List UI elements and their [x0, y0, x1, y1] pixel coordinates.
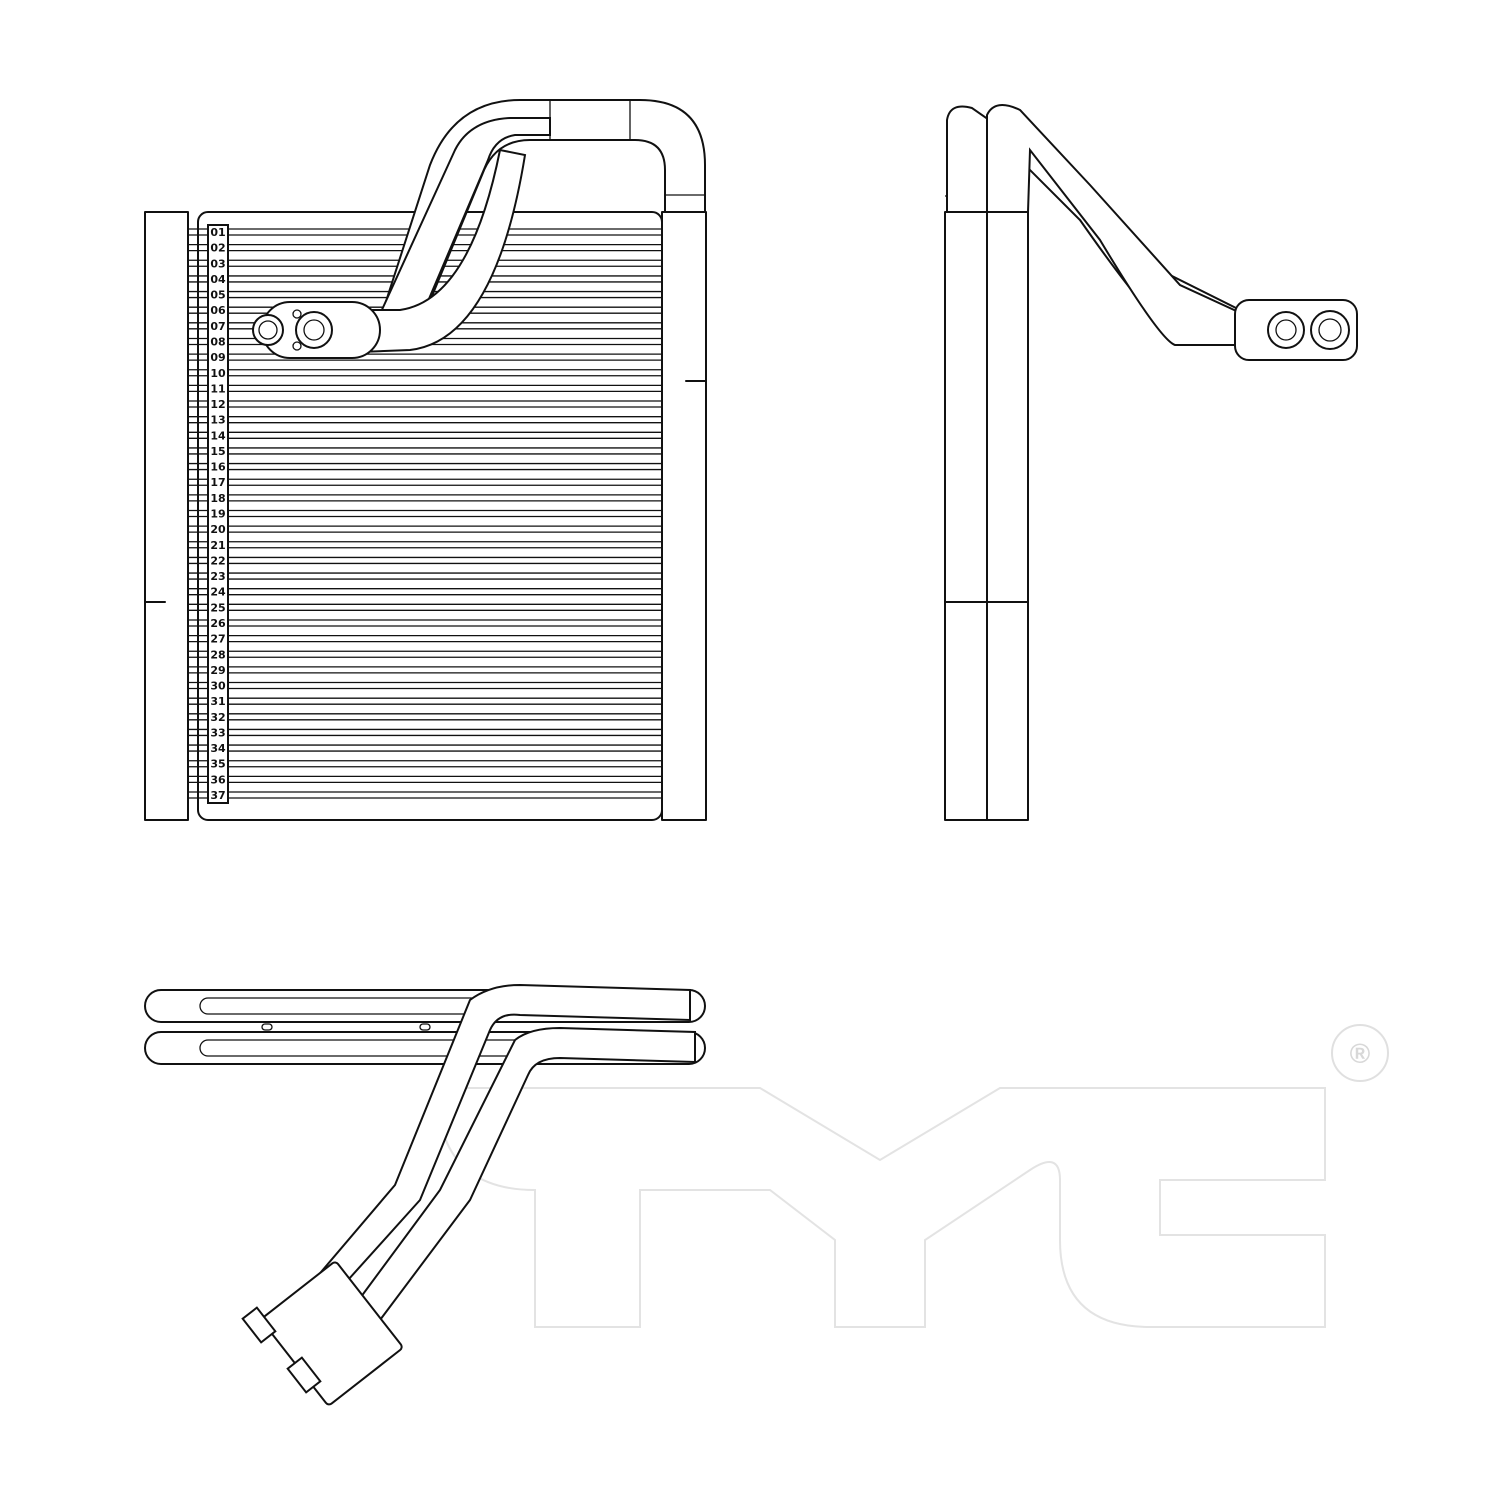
tube-label: 14: [210, 429, 226, 442]
tube-label: 01: [210, 226, 225, 239]
tube-label: 32: [210, 711, 225, 724]
registered-mark: ®: [1331, 1024, 1389, 1082]
tube-label: 02: [210, 242, 225, 255]
tube-label: 33: [210, 726, 225, 739]
tube-label: 36: [210, 773, 226, 786]
tube-label: 07: [210, 320, 225, 333]
tube-label: 29: [210, 664, 225, 677]
tube-label: 28: [210, 648, 225, 661]
tube-label: 04: [210, 273, 226, 286]
tube-label: 11: [210, 382, 225, 395]
tube-label: 31: [210, 695, 225, 708]
tyc-watermark-logo: [435, 1087, 1326, 1328]
tube-label: 15: [210, 445, 225, 458]
registered-symbol: ®: [1350, 1038, 1371, 1069]
refrigerant-pipes: [359, 99, 706, 354]
tube-label-strip: [207, 224, 229, 804]
tube-label: 21: [210, 539, 225, 552]
tube-label: 27: [210, 633, 225, 646]
tube-label: 30: [210, 680, 226, 693]
tube-label: 09: [210, 351, 225, 364]
tube-label: 26: [210, 617, 226, 630]
tube-label: 17: [210, 476, 225, 489]
tube-label: 19: [210, 508, 225, 521]
tube-label: 24: [210, 586, 226, 599]
tube-label: 35: [210, 758, 225, 771]
tube-label: 34: [210, 742, 226, 755]
tube-label: 25: [210, 601, 225, 614]
tube-label: 10: [210, 367, 226, 380]
side-view: [944, 104, 1358, 821]
inlet-outlet-fitting: [252, 301, 381, 359]
tube-label: 20: [210, 523, 226, 536]
tube-label: 23: [210, 570, 225, 583]
tube-label: 18: [210, 492, 225, 505]
tube-label: 03: [210, 257, 225, 270]
tube-label: 22: [210, 554, 225, 567]
tube-labels: 01 02 03 04 05 06 07 08 09 10 11 12 13 14 15 16 17 18 19 20…: [210, 226, 226, 802]
left-header-tank: [144, 211, 189, 821]
front-view: 01 02 03 04 05 06 07 08 09 10 11 12 13 14 15 16 17 18 19 20…: [144, 99, 707, 821]
tube-label: 12: [210, 398, 225, 411]
tube-label: 16: [210, 461, 226, 474]
tube-label: 37: [210, 789, 225, 802]
tube-label: 06: [210, 304, 226, 317]
top-view: [144, 983, 706, 1406]
tube-label: 08: [210, 335, 225, 348]
right-header-tank: [661, 211, 707, 821]
tube-label: 05: [210, 289, 225, 302]
tube-label: 13: [210, 414, 225, 427]
